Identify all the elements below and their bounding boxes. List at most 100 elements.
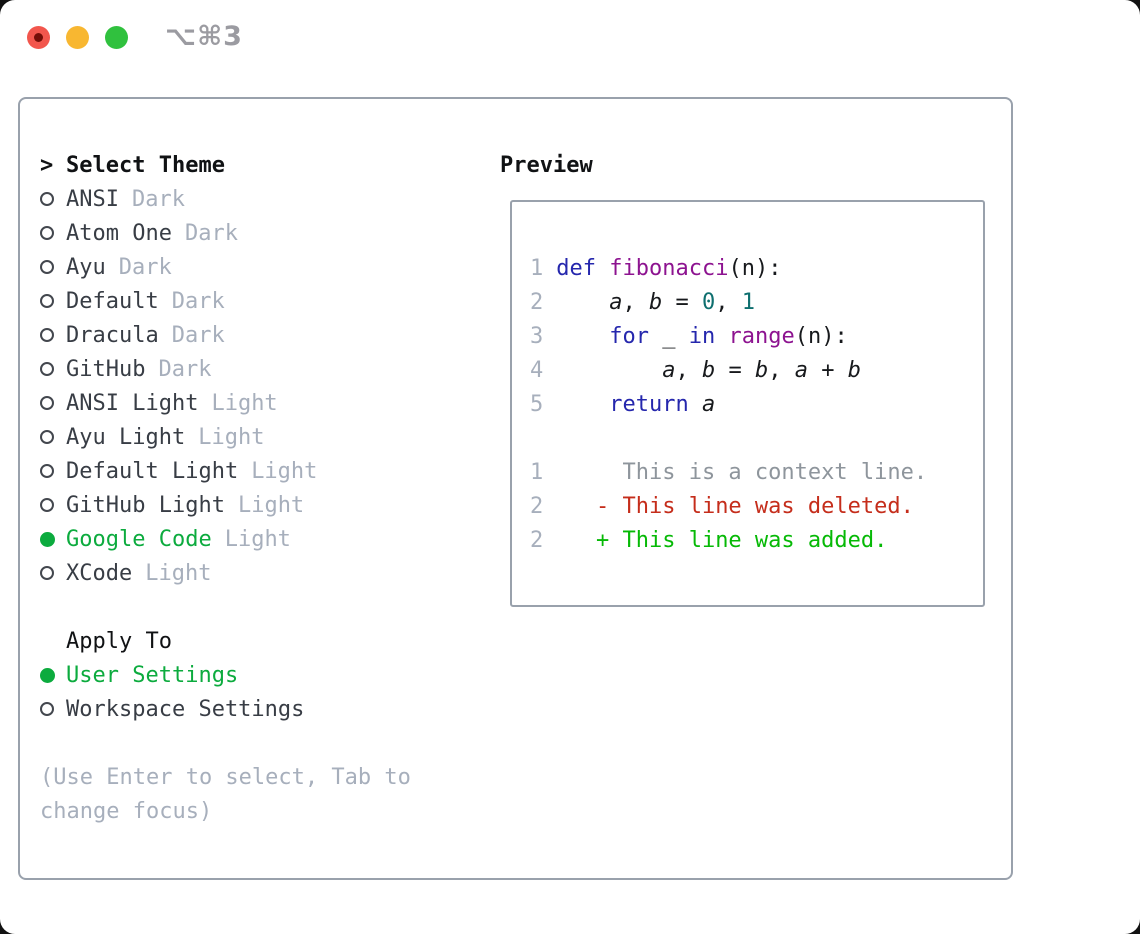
code-token: in xyxy=(688,323,716,349)
code-token: def xyxy=(556,255,596,281)
code-text: a, b = b, a + b xyxy=(556,358,861,383)
preview-title: Preview xyxy=(500,152,593,178)
theme-name: XCode xyxy=(66,560,133,586)
spacer xyxy=(40,590,411,624)
code-text: def fibonacci(n): xyxy=(556,256,781,281)
code-token: , xyxy=(675,357,702,383)
theme-option[interactable]: GitHub Light Light xyxy=(40,488,411,522)
theme-option[interactable]: Ayu Dark xyxy=(40,250,411,284)
code-token: (n): xyxy=(794,323,848,349)
code-token: a xyxy=(701,391,716,417)
theme-name: Atom One xyxy=(66,220,172,246)
window-controls xyxy=(27,26,128,49)
theme-name: Ayu Light xyxy=(66,424,186,450)
code-line: 2 a, b = 0, 1 xyxy=(530,285,983,319)
code-token: , xyxy=(622,289,649,315)
code-token xyxy=(556,392,609,417)
radio-icon xyxy=(40,192,54,206)
code-text: return a xyxy=(556,392,715,417)
theme-variant: Dark xyxy=(131,186,185,212)
apply-to-option[interactable]: User Settings xyxy=(40,658,411,692)
code-token: 0 xyxy=(701,289,716,315)
radio-selected-icon xyxy=(40,531,55,547)
code-token: for xyxy=(609,323,649,349)
code-token: b xyxy=(754,357,769,383)
code-token: _ xyxy=(648,323,689,349)
code-token: a xyxy=(609,289,623,315)
code-token: fibonacci xyxy=(609,255,729,281)
theme-option[interactable]: GitHub Dark xyxy=(40,352,411,386)
theme-variant: Dark xyxy=(118,254,172,280)
diff-line-deleted: 2 - This line was deleted. xyxy=(530,489,983,523)
diff-text: + This line was added. xyxy=(556,527,888,553)
theme-name: GitHub xyxy=(66,356,146,382)
theme-name: Ayu xyxy=(66,254,106,280)
line-number: 3 xyxy=(530,323,544,349)
line-number: 2 xyxy=(530,527,544,553)
code-token: , xyxy=(768,357,795,383)
window-title: ⌥⌘3 xyxy=(165,21,243,52)
diff-block: 1 This is a context line. 2 - This line … xyxy=(530,455,983,557)
radio-icon xyxy=(40,498,54,512)
close-button[interactable] xyxy=(27,26,50,49)
theme-variant: Light xyxy=(224,526,291,552)
code-token xyxy=(556,358,662,383)
theme-name: GitHub Light xyxy=(66,492,225,518)
theme-name: ANSI Light xyxy=(66,390,199,416)
code-token: a xyxy=(794,357,808,383)
theme-option[interactable]: ANSI Light Light xyxy=(40,386,411,420)
line-number: 5 xyxy=(530,391,544,417)
theme-option[interactable]: XCode Light xyxy=(40,556,411,590)
radio-icon xyxy=(40,430,54,444)
code-line: 4 a, b = b, a + b xyxy=(530,353,983,387)
theme-option[interactable]: Default Dark xyxy=(40,284,411,318)
close-modified-dot-icon xyxy=(34,33,43,42)
code-text: a, b = 0, 1 xyxy=(556,290,755,315)
theme-name: Default xyxy=(66,288,159,314)
theme-variant: Light xyxy=(145,560,212,586)
diff-text: This is a context line. xyxy=(556,459,928,485)
theme-option[interactable]: Dracula Dark xyxy=(40,318,411,352)
help-text-line-2: change focus) xyxy=(40,798,213,824)
theme-name: Google Code xyxy=(66,526,212,552)
theme-list-header-row: > Select Theme xyxy=(40,148,411,182)
code-token: + xyxy=(807,357,848,383)
code-token xyxy=(596,256,609,281)
zoom-button[interactable] xyxy=(105,26,128,49)
radio-icon xyxy=(40,362,54,376)
code-token: , xyxy=(715,289,742,315)
radio-icon xyxy=(40,566,54,580)
help-text-line-1: (Use Enter to select, Tab to xyxy=(40,764,411,790)
apply-to-title: Apply To xyxy=(66,628,172,654)
theme-name: Dracula xyxy=(66,322,159,348)
code-token: b xyxy=(701,357,716,383)
minimize-button[interactable] xyxy=(66,26,89,49)
apply-to-list: User Settings Workspace Settings xyxy=(40,658,411,726)
diff-text: - This line was deleted. xyxy=(556,493,914,519)
line-number: 4 xyxy=(530,357,544,383)
theme-variant: Dark xyxy=(171,322,225,348)
code-token: return xyxy=(609,391,689,417)
theme-variant: Light xyxy=(237,492,305,518)
apply-to-option[interactable]: Workspace Settings xyxy=(40,692,411,726)
theme-variant: Light xyxy=(211,390,278,416)
theme-option[interactable]: Google Code Light xyxy=(40,522,411,556)
line-number: 2 xyxy=(530,493,544,519)
code-token: 1 xyxy=(741,289,755,315)
theme-variant: Dark xyxy=(158,356,212,382)
theme-variant: Dark xyxy=(171,288,225,314)
radio-icon xyxy=(40,328,54,342)
radio-icon xyxy=(40,464,54,478)
code-token: = xyxy=(715,357,755,383)
theme-name: Default Light xyxy=(66,458,239,484)
